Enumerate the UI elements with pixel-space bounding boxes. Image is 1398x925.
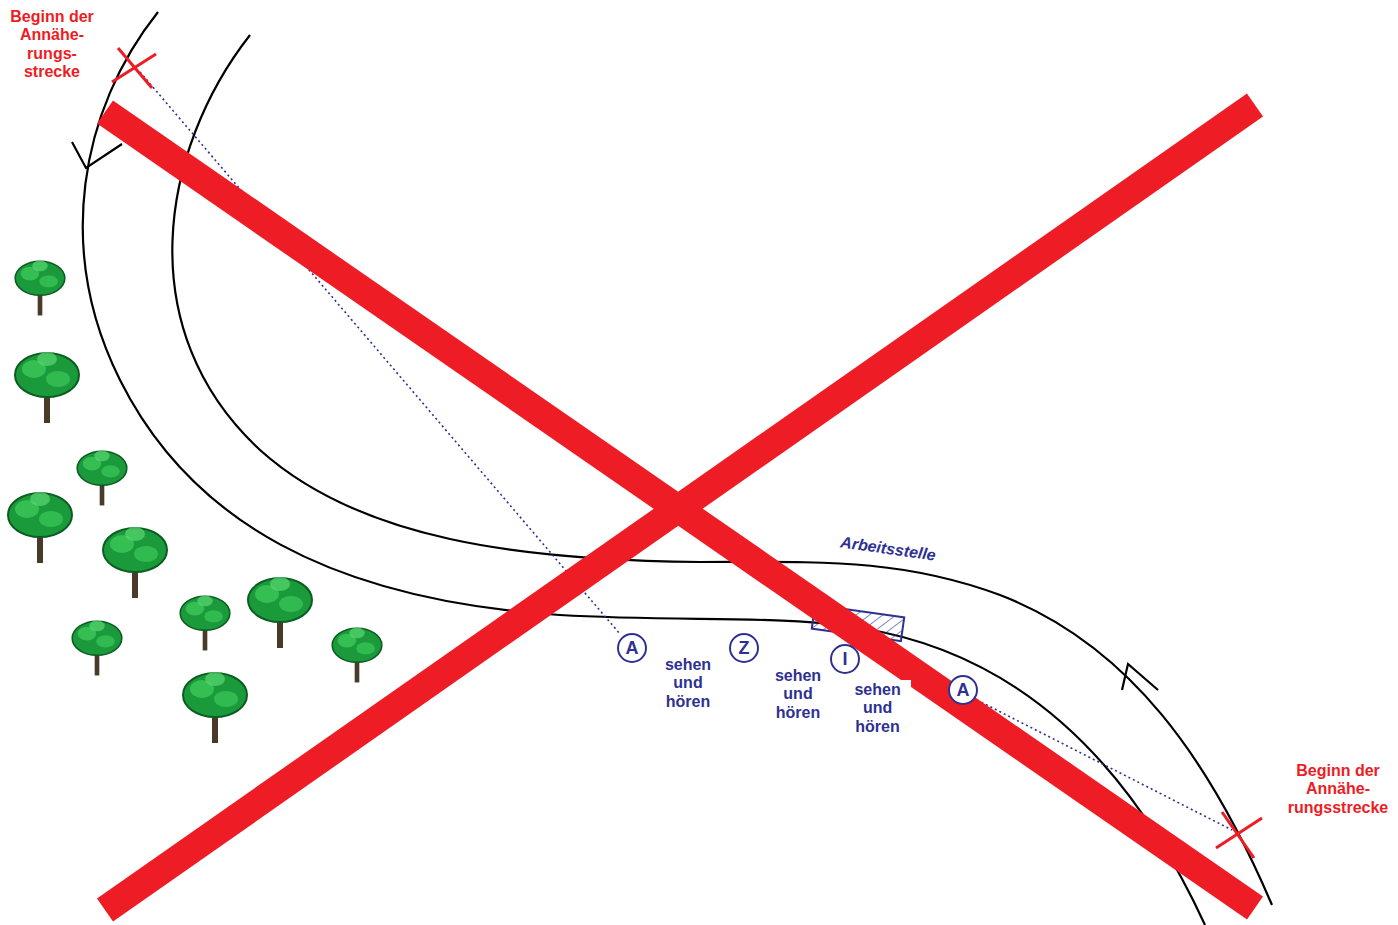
start-mark bbox=[112, 48, 1262, 858]
note-label: sehen und hören bbox=[768, 667, 828, 722]
note-label: sehen und hören bbox=[845, 680, 911, 737]
railway-track bbox=[72, 12, 1272, 925]
station-circle: A bbox=[617, 633, 647, 663]
start-label: Beginn der Annähe- rungsstrecke bbox=[1282, 762, 1394, 817]
sight-line bbox=[140, 72, 1232, 830]
note-label: Arbeitsstelle bbox=[817, 530, 958, 568]
trees bbox=[8, 260, 382, 743]
start-label: Beginn der Annähe- rungs- strecke bbox=[2, 8, 102, 82]
station-letter: I bbox=[842, 650, 847, 668]
station-letter: A bbox=[626, 639, 639, 657]
cross-out bbox=[105, 105, 1255, 910]
station-circle: I bbox=[830, 644, 860, 674]
station-circle: A bbox=[948, 675, 978, 705]
station-letter: Z bbox=[739, 639, 750, 657]
station-circle: Z bbox=[729, 633, 759, 663]
note-label: sehen und hören bbox=[658, 656, 718, 711]
station-letter: A bbox=[957, 681, 970, 699]
